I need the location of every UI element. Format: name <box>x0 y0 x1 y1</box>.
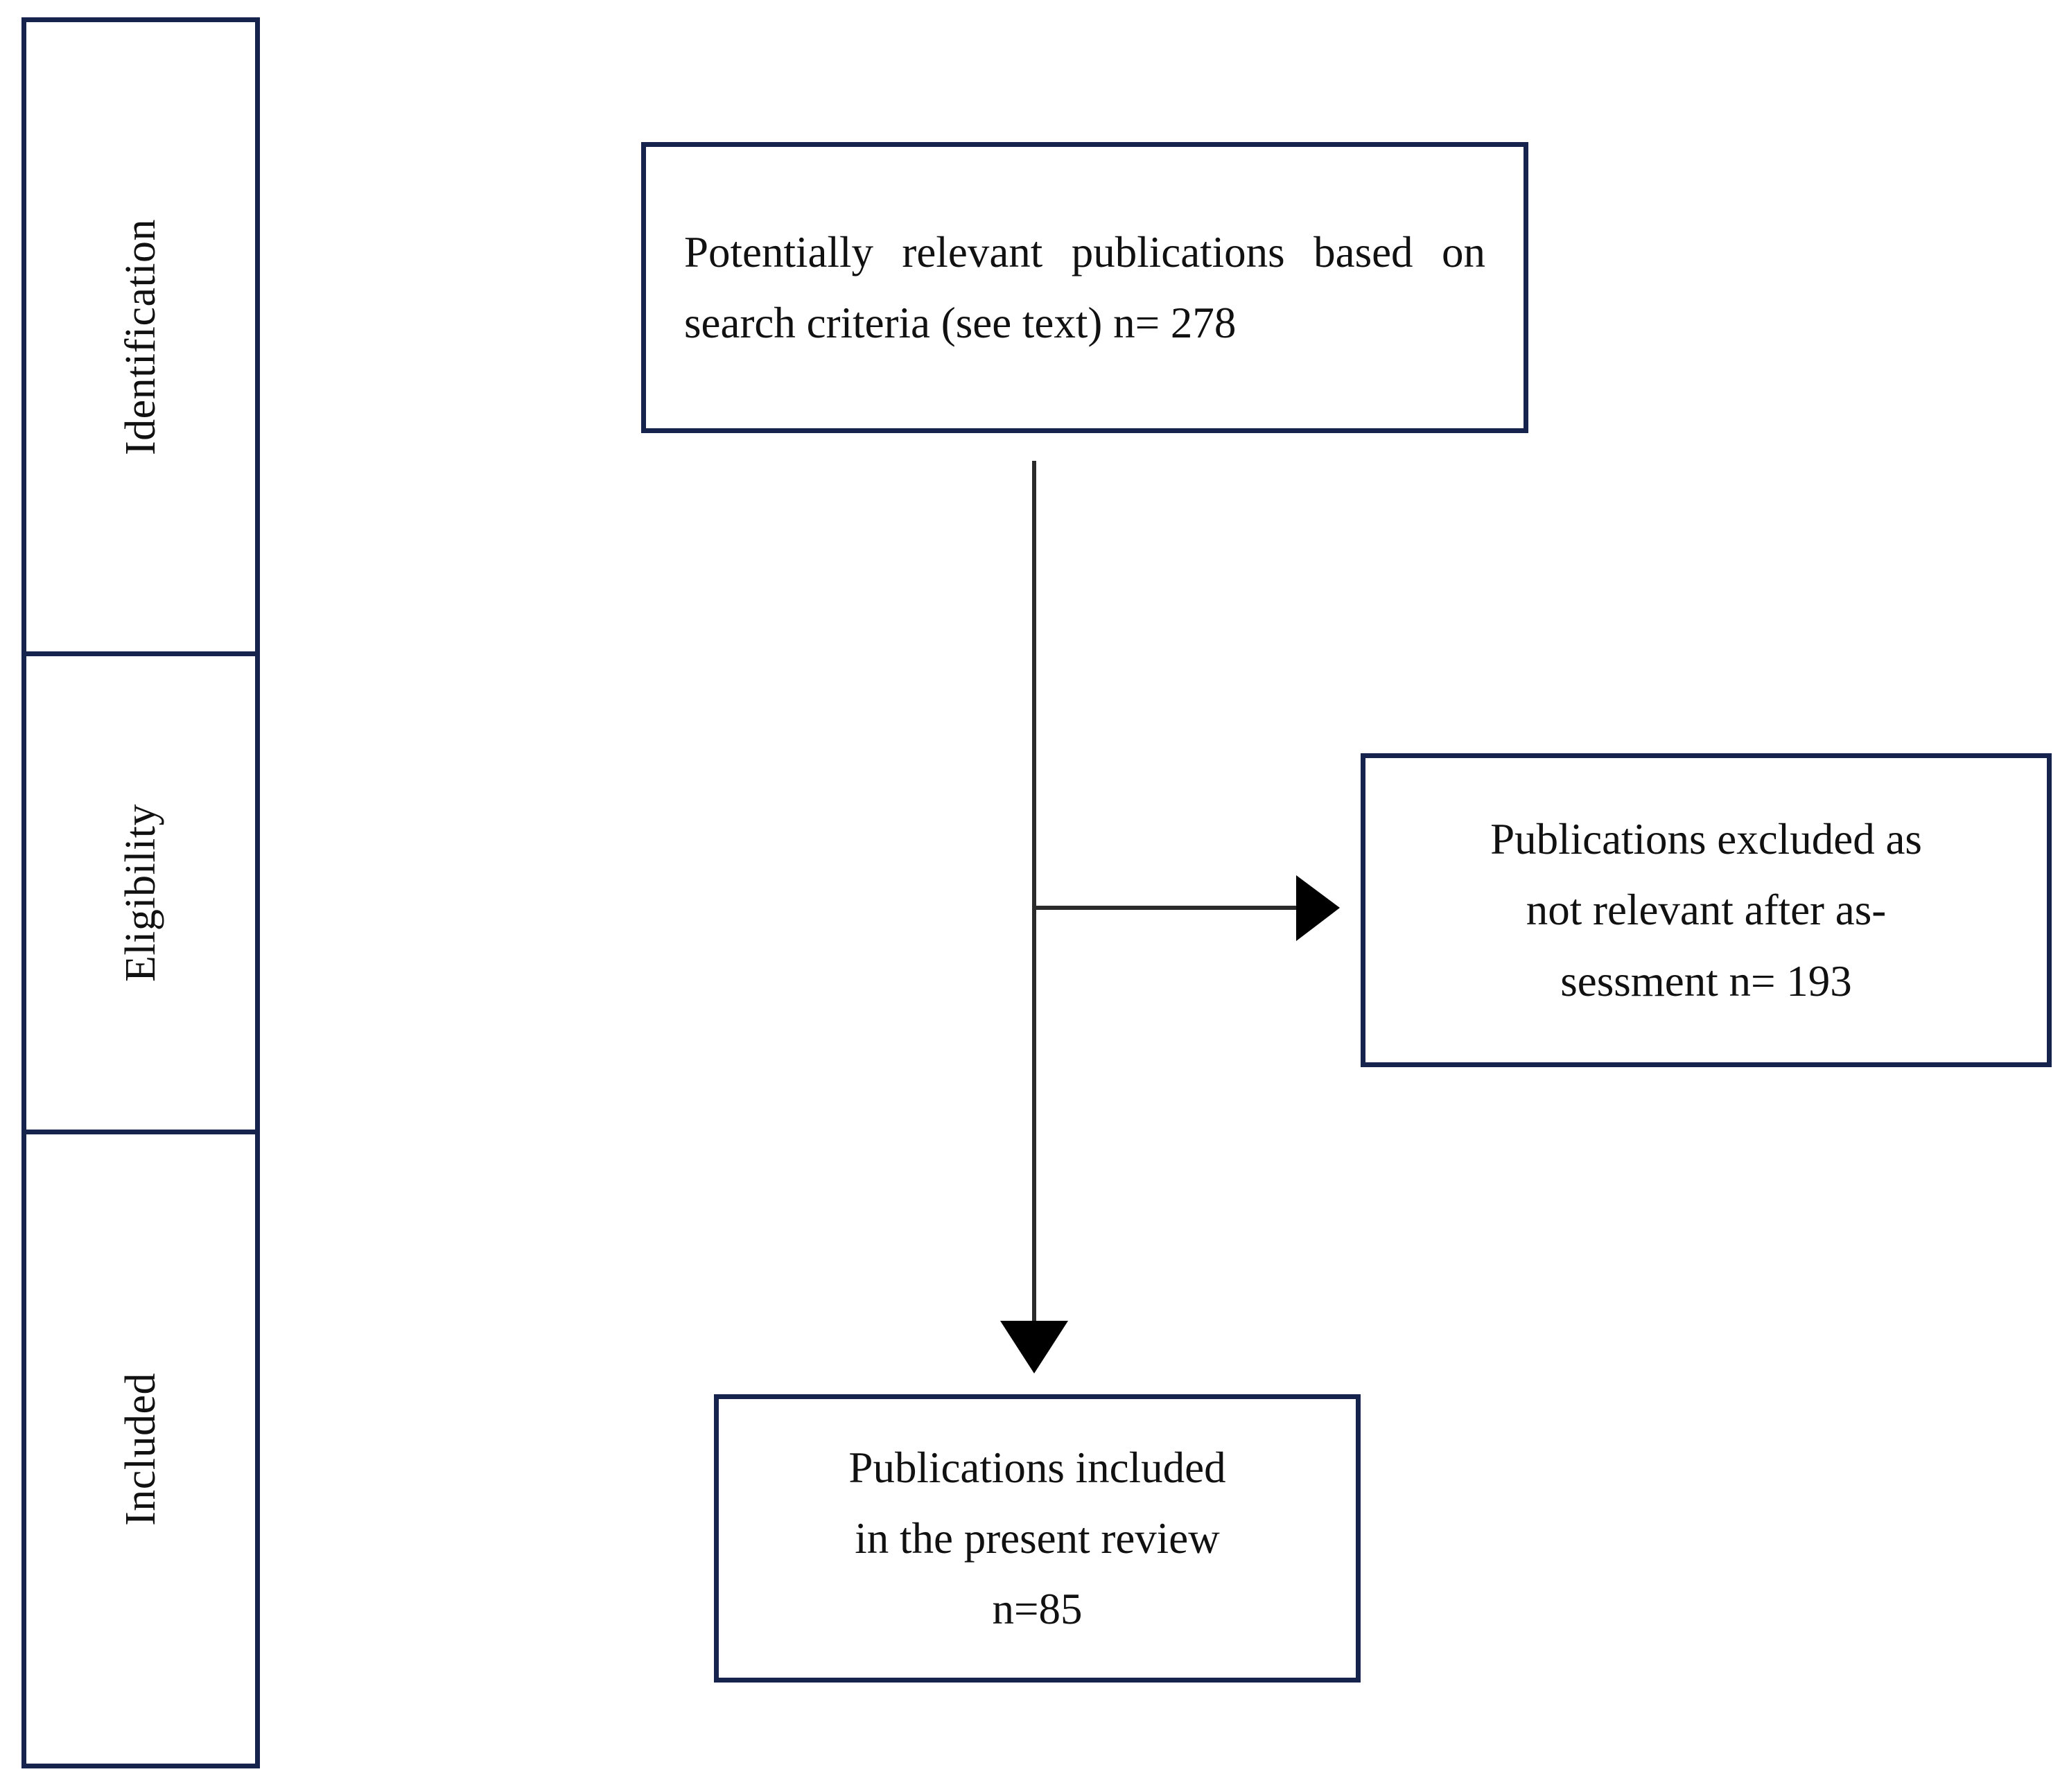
box-included-text: Publications included in the present revi… <box>747 1432 1328 1644</box>
arrowhead-right-icon <box>1296 875 1340 941</box>
stage-label-identification: Identification <box>117 218 164 455</box>
box-excluded-line-3: sessment n= 193 <box>1560 956 1852 1005</box>
box-publications-included: Publications included in the present revi… <box>714 1394 1361 1683</box>
stage-cell-eligibility: Eligibility <box>26 651 255 1130</box>
box-publications-excluded: Publications excluded as not relevant aft… <box>1361 753 2052 1067</box>
box-potentially-relevant-publications: Potentially relevant publications based … <box>641 142 1528 433</box>
box-identification-text: Potentially relevant publications based … <box>684 227 1485 347</box>
box-included-line-1: Publications included <box>848 1443 1226 1492</box>
box-included-line-3: n=85 <box>992 1585 1083 1634</box>
box-excluded-line-1: Publications excluded as <box>1490 815 1922 864</box>
stage-cell-identification: Identification <box>26 22 255 651</box>
stage-label-included: Included <box>117 1372 164 1526</box>
stage-cell-included: Included <box>26 1130 255 1764</box>
box-included-line-2: in the present review <box>855 1513 1220 1563</box>
stage-label-eligibility: Eligibility <box>117 804 164 982</box>
box-excluded-line-2: not relevant after as- <box>1526 886 1887 935</box>
arrowhead-down-icon <box>1000 1321 1068 1373</box>
stage-label-column: Identification Eligibility Included <box>21 17 260 1768</box>
box-excluded-text: Publications excluded as not relevant aft… <box>1395 804 2018 1016</box>
